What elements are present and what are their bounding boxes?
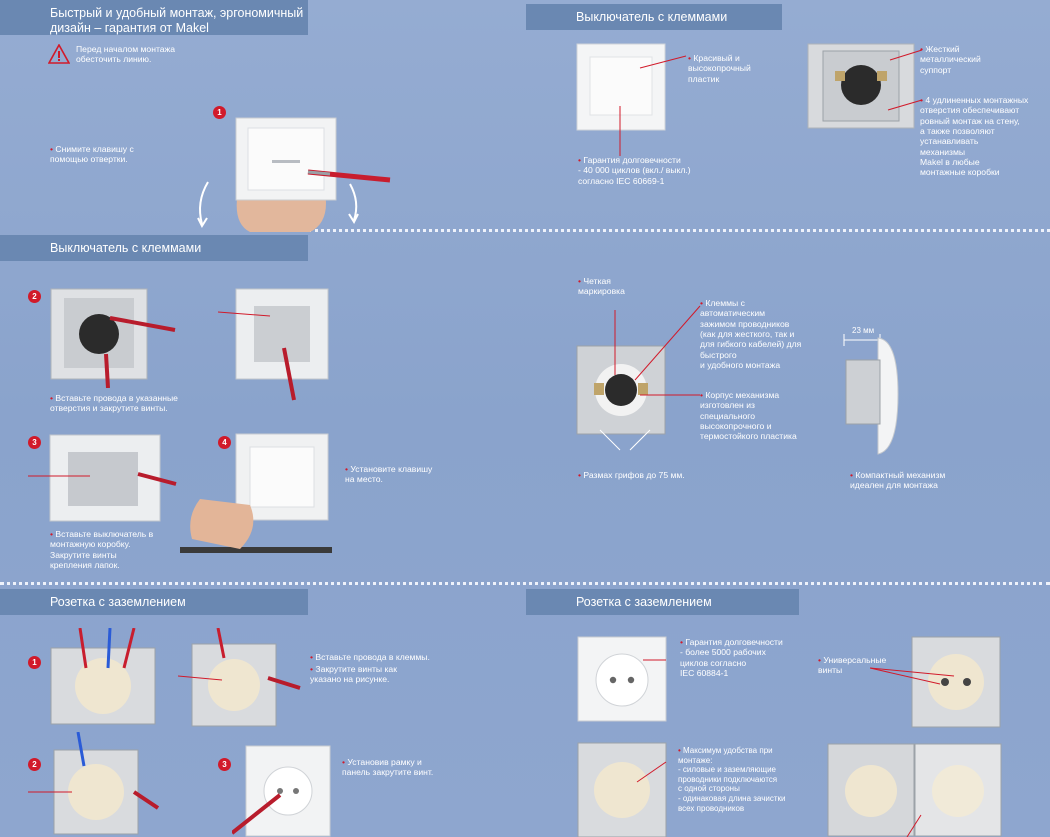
socket-wiring-photo-3 — [28, 732, 160, 835]
callout-lines-mechanism — [887, 49, 923, 111]
callout-lines-closeup — [599, 305, 701, 451]
install-key-photo — [180, 433, 332, 553]
section-title-middle-left: Выключатель с клеммами — [0, 235, 308, 261]
insert-switch-text: Вставьте выключатель в монтажную коробку… — [50, 529, 153, 570]
section-title-bottom-left: Розетка с заземлением — [0, 589, 308, 615]
switch-in-box-photo — [28, 434, 177, 522]
step-number: 3 — [218, 758, 231, 771]
switch-wiring-photo — [50, 288, 176, 388]
section-title-bottom-right: Розетка с заземлением — [526, 589, 799, 615]
guarantee-socket-text: Гарантия долговечности - более 5000 рабо… — [680, 637, 783, 678]
step-number: 2 — [28, 758, 41, 771]
socket-wiring-closeup-photo — [577, 742, 667, 837]
socket-front-photo — [577, 636, 667, 722]
switch-side-photo — [843, 334, 899, 455]
socket-wires-text: Вставьте провода в клеммы. — [310, 652, 429, 662]
depth-dimension-label: 23 мм — [852, 326, 875, 335]
mechanism-closeup-photo — [576, 345, 666, 435]
step-number: 2 — [28, 290, 41, 303]
marking-text: Четкая маркировка — [578, 276, 625, 297]
socket-mechanism-photo — [911, 636, 1001, 728]
max-comfort-text: Максимум удобства при монтаже: - силовые… — [678, 746, 785, 813]
step-number: 1 — [28, 656, 41, 669]
plastic-text: Красивый и высокопрочный пластик — [688, 53, 751, 84]
switch-wiring-photo-2 — [218, 288, 329, 401]
clamps-text: Клеммы с автоматическим зажимом проводни… — [700, 298, 801, 370]
step-number: 4 — [218, 436, 231, 449]
divider-bottom — [0, 582, 1050, 585]
step-number: 3 — [28, 436, 41, 449]
guarantee-switch-text: Гарантия долговечности - 40 000 циклов (… — [578, 155, 691, 186]
socket-wiring-photo-1 — [50, 628, 156, 725]
warning-icon — [48, 44, 70, 64]
body-text: Корпус механизма изготовлен из специальн… — [700, 390, 797, 442]
remove-key-text: Снимите клавишу с помощью отвертки. — [50, 144, 134, 165]
section-title-top-right: Выключатель с клеммами — [526, 4, 782, 30]
insert-wires-text: Вставьте провода в указанные отверстия и… — [50, 393, 178, 414]
step-number: 1 — [213, 106, 226, 119]
warning-text: Перед началом монтажа обесточить линию. — [76, 44, 176, 65]
span-text: Размах грифов до 75 мм. — [578, 470, 684, 480]
socket-comparison-photo — [827, 743, 1002, 837]
socket-frame-text: Установив рамку и панель закрутите винт. — [342, 757, 433, 778]
divider-top — [308, 229, 1050, 232]
rigid-support-text: Жесткий металлический суппорт — [920, 44, 981, 75]
switch-front-photo — [576, 43, 666, 131]
socket-frame-photo — [232, 745, 331, 837]
switch-removal-photo — [197, 117, 391, 232]
section-title-top-left: Быстрый и удобный монтаж, эргономичный д… — [0, 0, 308, 35]
universal-screws-text: Универсальные винты — [818, 655, 886, 676]
mounting-holes-text: 4 удлиненных монтажных отверстия обеспеч… — [920, 95, 1028, 178]
socket-wiring-photo-2 — [178, 628, 301, 727]
install-key-text: Установите клавишу на место. — [345, 464, 432, 485]
callout-lines-switch-front — [619, 55, 687, 156]
compact-text: Компактный механизм идеален для монтажа — [850, 470, 945, 491]
socket-screws-text: Закрутите винты как указано на рисунке. — [310, 664, 397, 685]
